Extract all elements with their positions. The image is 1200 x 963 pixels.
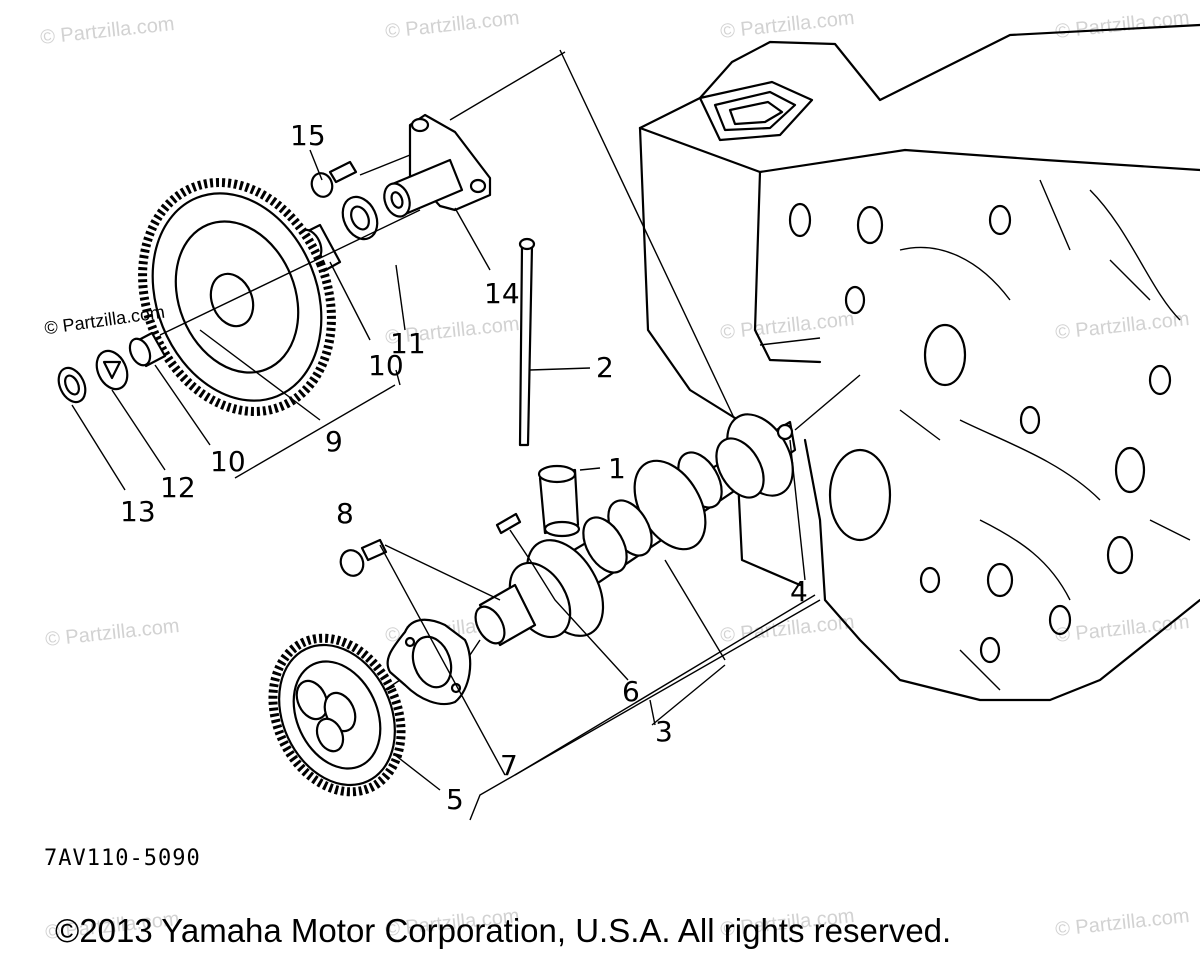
bolt-15	[310, 160, 358, 198]
center-lines	[159, 49, 861, 691]
callout-8: 8	[336, 497, 354, 530]
callout-5: 5	[446, 783, 464, 816]
push-rod	[518, 237, 536, 447]
callout-10-upper: 10	[368, 349, 404, 382]
retainer-plate	[386, 618, 472, 706]
circlip-13	[57, 366, 87, 404]
bushing-lower	[128, 331, 167, 368]
bearing-housing	[383, 113, 492, 218]
engine-block	[638, 23, 1200, 702]
callout-14: 14	[484, 277, 520, 310]
bolt-8	[339, 538, 388, 577]
callout-10-lower: 10	[210, 445, 246, 478]
camshaft	[474, 413, 797, 647]
callout-4: 4	[790, 575, 808, 608]
callout-12: 12	[160, 471, 196, 504]
callout-1: 1	[608, 452, 626, 485]
thrust-washer	[341, 195, 379, 241]
callout-6: 6	[622, 675, 640, 708]
callout-11: 11	[390, 327, 426, 360]
callout-2: 2	[596, 351, 614, 384]
callout-3: 3	[655, 715, 673, 748]
diagram-code: 7AV110-5090	[44, 846, 201, 871]
callout-13: 13	[120, 495, 156, 528]
callout-15: 15	[290, 119, 326, 152]
leader-lines	[71, 149, 821, 821]
cam-gear	[268, 633, 406, 797]
copyright-notice: ©2013 Yamaha Motor Corporation, U.S.A. A…	[55, 912, 952, 949]
washer-12	[95, 349, 129, 391]
callout-7: 7	[500, 749, 518, 782]
callout-9: 9	[325, 425, 343, 458]
